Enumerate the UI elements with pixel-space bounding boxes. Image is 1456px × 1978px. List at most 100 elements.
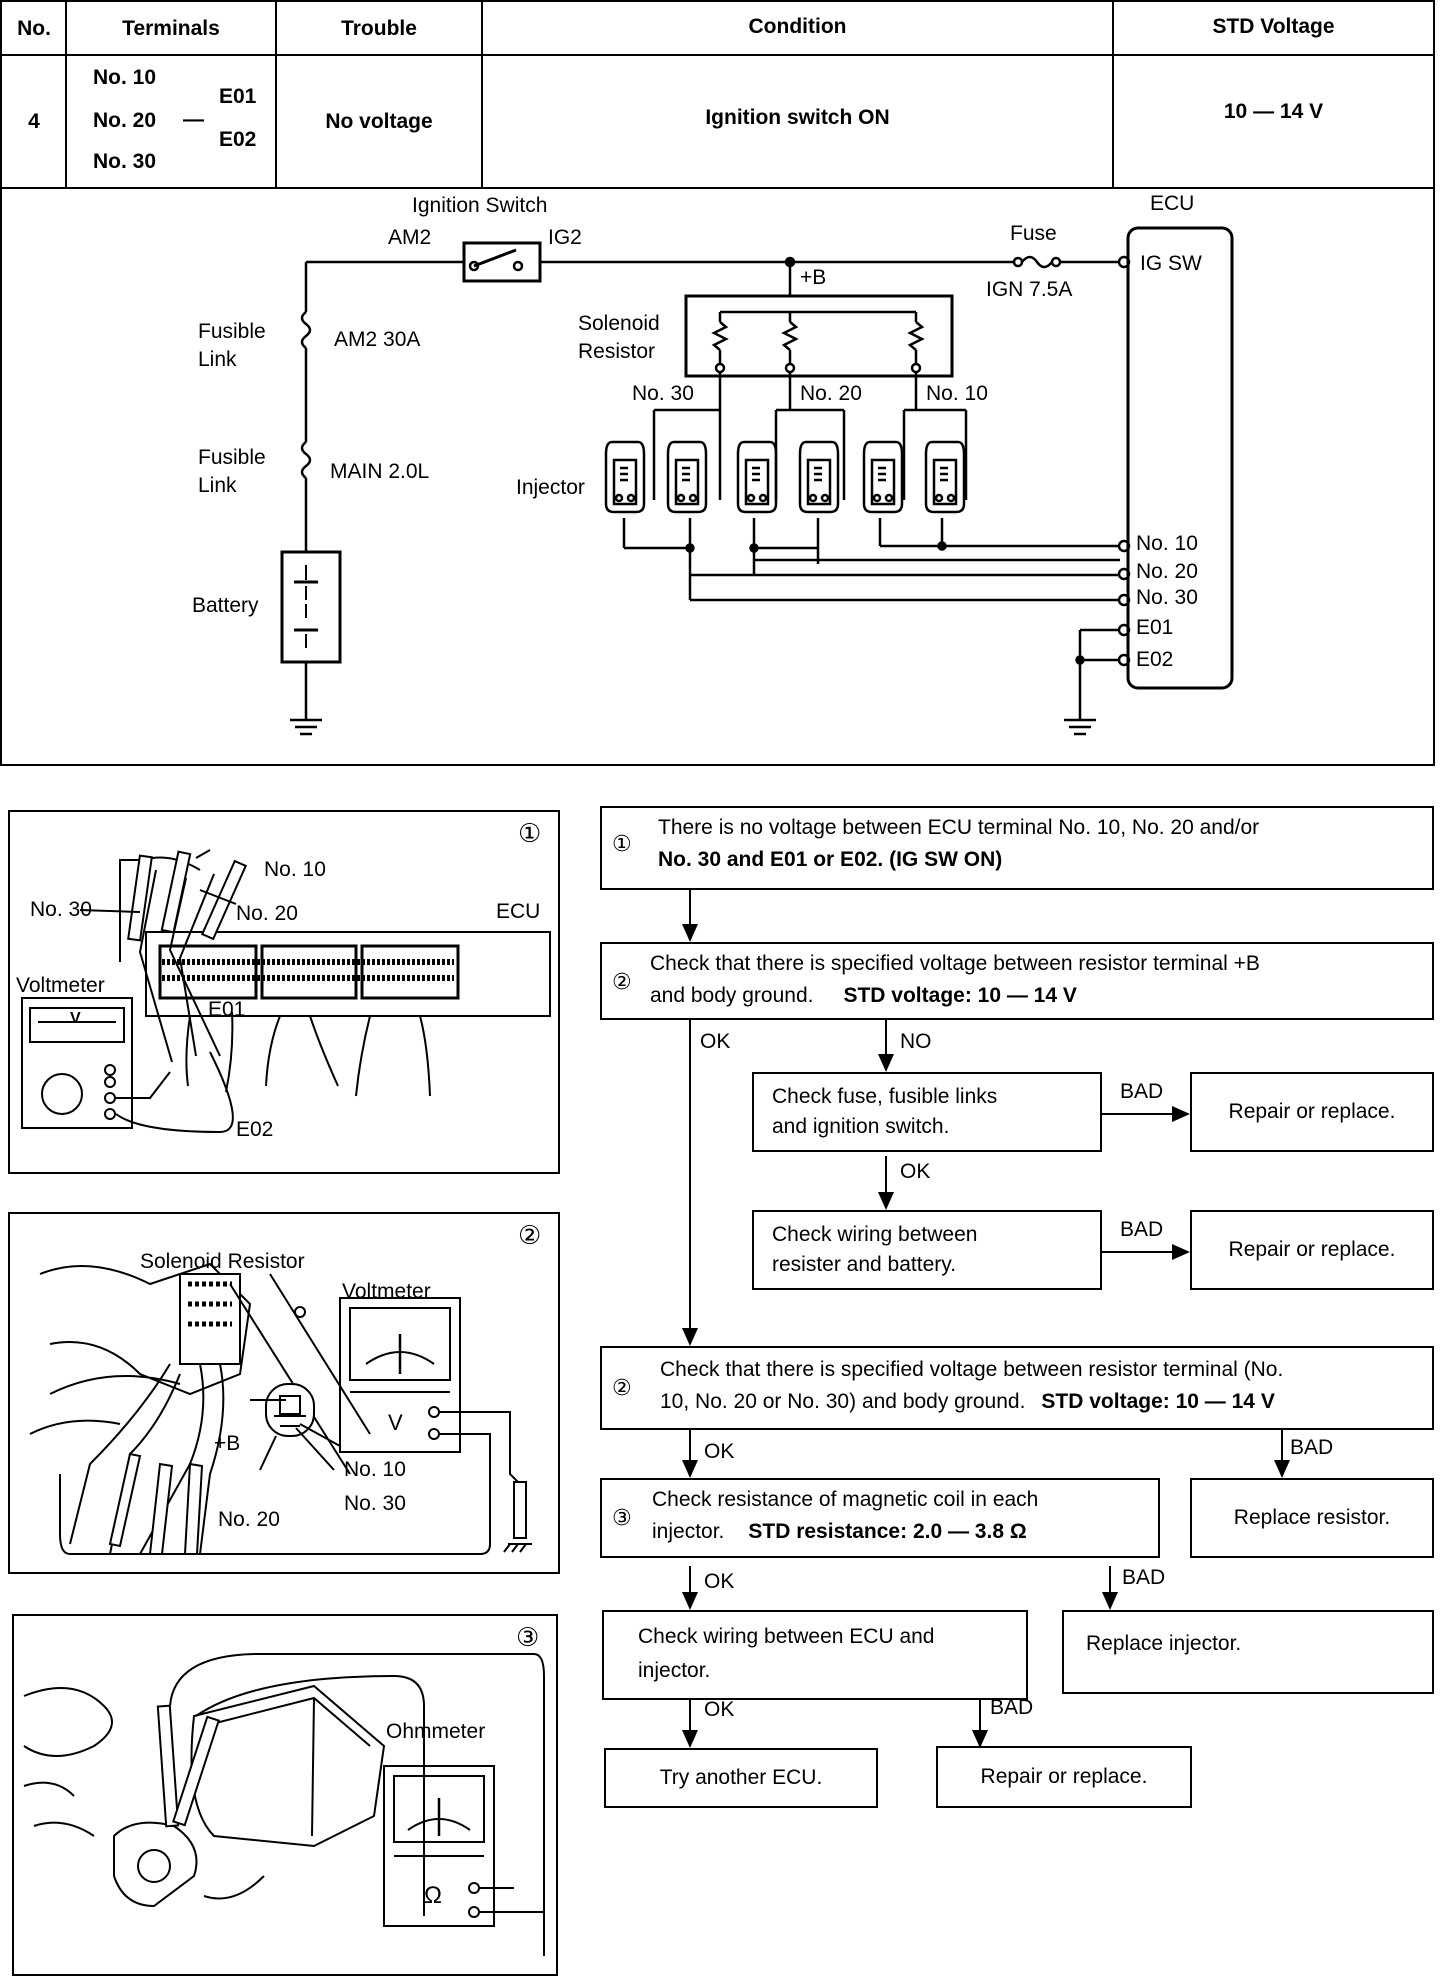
flow-check-wiring-ecu-line2: injector. — [638, 1659, 711, 1682]
flow-step-2b: ② Check that there is specified voltage … — [600, 1346, 1434, 1430]
fig1-no10-label: No. 10 — [264, 858, 326, 881]
flow-step-3-line2a: injector. — [652, 1520, 725, 1543]
row-condition: Ignition switch ON — [705, 106, 890, 129]
fig2-meter-v: V — [388, 1410, 403, 1435]
flow-repair-1-label: Repair or replace. — [1228, 1100, 1396, 1123]
figure-2-number: ② — [518, 1220, 542, 1250]
flow-no-1: NO — [900, 1030, 932, 1053]
resistor-no30-label: No. 30 — [632, 382, 694, 405]
resistor-no10-label: No. 10 — [926, 382, 988, 405]
flow-repair-3-label: Repair or replace. — [980, 1765, 1148, 1788]
injector-label: Injector — [516, 476, 585, 499]
flow-bad-4: BAD — [1122, 1566, 1166, 1589]
ecu-label: ECU — [1150, 192, 1195, 215]
fig1-no30-label: No. 30 — [30, 898, 92, 921]
fig3-ohmmeter-label: Ohmmeter — [386, 1720, 486, 1743]
diagnosis-table: No. Terminals Trouble Condition STD Volt… — [0, 0, 1436, 766]
resistor-no20-label: No. 20 — [800, 382, 862, 405]
am2-label: AM2 — [388, 226, 432, 249]
header-trouble: Trouble — [341, 16, 417, 40]
flow-repair-3: Repair or replace. — [936, 1746, 1192, 1808]
flow-try-another-ecu: Try another ECU. — [604, 1748, 878, 1808]
ig-sw-label: IG SW — [1140, 252, 1202, 275]
terminal-no10: No. 10 — [93, 66, 157, 89]
header-no: No. — [17, 16, 51, 40]
main-20l-label: MAIN 2.0L — [330, 460, 430, 483]
terminal-no20: No. 20 — [93, 109, 157, 132]
flow-ok-1: OK — [700, 1030, 731, 1053]
flow-step-2a-line1: Check that there is specified voltage be… — [650, 952, 1260, 975]
fig2-voltmeter-label: Voltmeter — [342, 1280, 431, 1303]
fusible-link-2-label: Fusible Link — [198, 446, 266, 497]
figure-2-illustration — [29, 1262, 532, 1555]
injector-icons — [604, 440, 966, 514]
flow-check-fuse-line2: and ignition switch. — [772, 1115, 950, 1138]
ecu-terminal-no30: No. 30 — [1136, 586, 1198, 609]
fig2-plus-b-label: +B — [214, 1432, 241, 1455]
figure-3-number: ③ — [516, 1622, 540, 1652]
fig2-no20-label: No. 20 — [218, 1508, 280, 1531]
flow-try-another-ecu-label: Try another ECU. — [659, 1766, 823, 1789]
flow-replace-resistor: Replace resistor. — [1190, 1478, 1434, 1558]
fig2-solenoid-resistor-label: Solenoid Resistor — [140, 1250, 305, 1273]
flow-check-wiring-ecu: Check wiring between ECU and injector. — [602, 1610, 1028, 1700]
flow-bad-5: BAD — [990, 1696, 1034, 1719]
flow-replace-injector-label: Replace injector. — [1086, 1632, 1242, 1655]
flow-step-2a-line2a: and body ground. — [650, 984, 814, 1007]
battery-label: Battery — [192, 594, 259, 617]
flow-step-2b-line1: Check that there is specified voltage be… — [660, 1358, 1284, 1381]
flow-check-wiring-battery: Check wiring between resister and batter… — [752, 1210, 1102, 1290]
flow-repair-2: Repair or replace. — [1190, 1210, 1434, 1290]
flow-step-2a: ② Check that there is specified voltage … — [600, 942, 1434, 1020]
fig3-meter-ohm: Ω — [424, 1882, 442, 1909]
flow-bad-2: BAD — [1120, 1218, 1164, 1241]
flow-check-fuse: Check fuse, fusible links and ignition s… — [752, 1072, 1102, 1152]
table-grid — [0, 0, 1435, 766]
figure-1-number: ① — [518, 818, 542, 848]
fig1-e01-label: E01 — [208, 998, 246, 1021]
fig2-no10-label: No. 10 — [344, 1458, 406, 1481]
flow-step-3: ③ Check resistance of magnetic coil in e… — [600, 1478, 1160, 1558]
flow-step-3-line1: Check resistance of magnetic coil in eac… — [652, 1488, 1039, 1511]
fig2-no30-label: No. 30 — [344, 1492, 406, 1515]
ecu-terminal-no20: No. 20 — [1136, 560, 1198, 583]
header-terminals: Terminals — [122, 16, 220, 40]
figure-3-illustration — [23, 1653, 545, 1956]
flow-step-2b-number: ② — [612, 1375, 632, 1400]
flow-step-1-number: ① — [612, 831, 632, 856]
flow-bad-3: BAD — [1290, 1436, 1334, 1459]
row-std-voltage: 10 — 14 V — [1223, 100, 1324, 123]
circuit-diagram — [280, 226, 1234, 736]
fig1-e02-label: E02 — [236, 1118, 274, 1141]
flow-step-3-number: ③ — [612, 1505, 632, 1530]
flow-step-1-line2: No. 30 and E01 or E02. (IG SW ON) — [658, 848, 1003, 871]
flow-check-wiring-ecu-line1: Check wiring between ECU and — [638, 1625, 935, 1648]
flow-step-3-std: STD resistance: 2.0 — 3.8 Ω — [748, 1520, 1027, 1543]
ecu-terminal-no10: No. 10 — [1136, 532, 1198, 555]
ecu-terminal-e02: E02 — [1136, 648, 1174, 671]
flow-repair-1: Repair or replace. — [1190, 1072, 1434, 1152]
flow-ok-3: OK — [704, 1440, 735, 1463]
terminal-no30: No. 30 — [93, 150, 157, 173]
terminal-e02: E02 — [219, 128, 257, 151]
flow-step-2b-std: STD voltage: 10 — 14 V — [1041, 1390, 1275, 1413]
flow-step-2b-line2a: 10, No. 20 or No. 30) and body ground. — [660, 1390, 1026, 1413]
header-std-voltage: STD Voltage — [1212, 14, 1335, 38]
flow-step-1-line1: There is no voltage between ECU terminal… — [658, 816, 1260, 839]
flow-bad-1: BAD — [1120, 1080, 1164, 1103]
flow-check-wiring-battery-line2: resister and battery. — [772, 1253, 957, 1276]
fusible-link-1-label: Fusible Link — [198, 320, 266, 371]
ignition-switch-label: Ignition Switch — [412, 194, 548, 217]
figure-1-illustration — [21, 849, 551, 1134]
flow-check-wiring-battery-line1: Check wiring between — [772, 1223, 978, 1246]
am2-30a-label: AM2 30A — [334, 328, 421, 351]
plus-b-label: +B — [800, 266, 827, 289]
flow-ok-5: OK — [704, 1698, 735, 1721]
figure-1-ecu-voltage: ① No. 10 No. 30 No. 20 ECU Voltmeter V E… — [8, 810, 560, 1174]
fig1-meter-v: V — [70, 1010, 81, 1027]
solenoid-resistor-label: Solenoid Resistor — [578, 312, 660, 363]
flow-check-fuse-line1: Check fuse, fusible links — [772, 1085, 998, 1108]
flow-step-1: ① There is no voltage between ECU termin… — [600, 806, 1434, 890]
terminal-e01: E01 — [219, 85, 257, 108]
